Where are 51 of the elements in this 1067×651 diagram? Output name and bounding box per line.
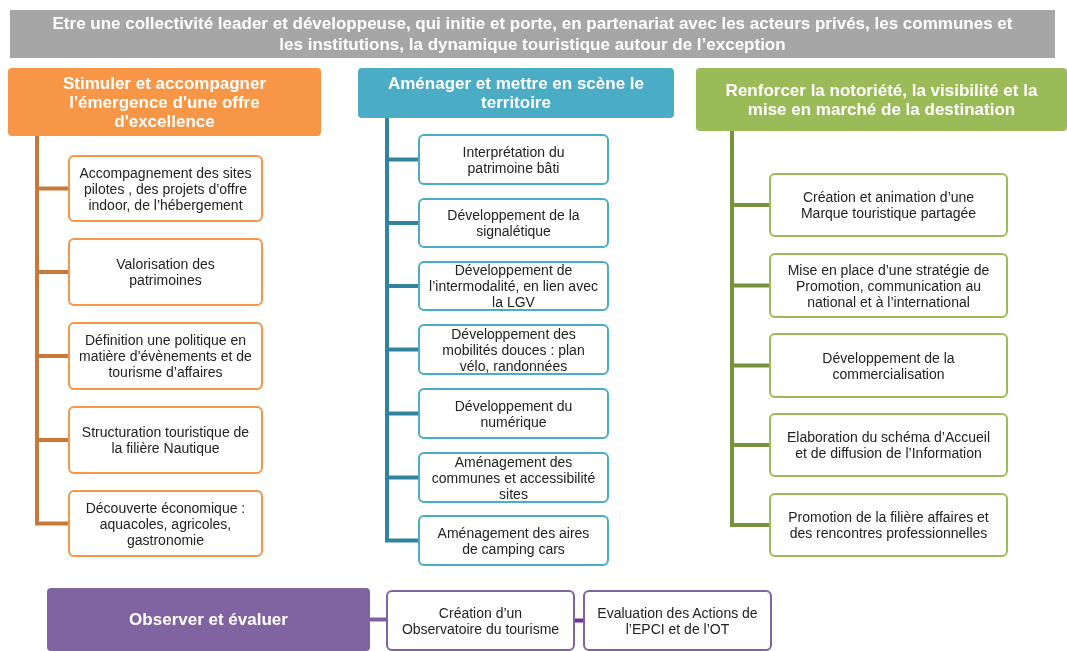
- action-box: [769, 333, 1008, 398]
- box-text: Structuration touristique de la filière Nautique: [80, 424, 251, 456]
- category-banner: [47, 588, 370, 651]
- action-box: [68, 490, 263, 557]
- category-banner: [696, 68, 1067, 131]
- action-box: [769, 413, 1008, 477]
- box-text: Création et animation d’une Marque touristique partagée: [799, 189, 978, 221]
- box-text: Développement des mobilités douces : plan vélo, randonnées: [441, 325, 586, 374]
- action-box: [418, 515, 609, 566]
- box-text: Aménagement des communes et accessibilité sites: [430, 453, 597, 502]
- connector-line: [575, 618, 583, 623]
- connector-line: [35, 136, 68, 526]
- box-text: Interprétation du patrimoine bâti: [461, 143, 566, 176]
- action-box: [418, 324, 609, 375]
- category-banner: [8, 68, 321, 136]
- box-text: Définition une politique en matière d’évènements et de tourisme d’affaires: [79, 332, 252, 380]
- action-box: [583, 590, 772, 651]
- action-box: [418, 198, 609, 248]
- action-box: [68, 406, 263, 474]
- box-text: Développement de l’intermodalité, en lien avec la LGV: [429, 262, 598, 310]
- box-text: Mise en place d’une stratégie de Promotion, communication au national et à l’international: [786, 261, 991, 310]
- box-text: Création d’un Observatoire du tourisme: [400, 604, 561, 637]
- box-text: Accompagnement des sites pilotes , des projets d’offre indoor, de l’hébergement: [79, 164, 252, 213]
- box-text: Valorisation des patrimoines: [115, 256, 216, 288]
- action-box: [769, 173, 1008, 237]
- action-box: [418, 134, 609, 185]
- box-text: Aménager et mettre en scène le territoire: [386, 74, 646, 112]
- title-banner: Etre une collectivité leader et développeuse, qui initie et porte, en partenariat avec les acteurs privés, les communes et les institutions, la dynamique touristique autour de l’exception: [10, 10, 1055, 58]
- action-box: [68, 322, 263, 390]
- action-box: [769, 253, 1008, 318]
- box-text: Stimuler et accompagner l'émergence d'une offre d'excellence: [61, 73, 268, 131]
- box-text: Renforcer la notoriété, la visibilité et la mise en marché de la destination: [724, 80, 1039, 119]
- box-text: Observer et évaluer: [129, 610, 288, 629]
- box-text: Elaboration du schéma d’Accueil et de diffusion de l’Information: [785, 429, 992, 461]
- box-text: Promotion de la filière affaires et des rencontres professionnelles: [787, 509, 990, 541]
- action-box: [68, 155, 263, 222]
- box-text: Découverte économique : aquacoles, agricoles, gastronomie: [84, 499, 247, 548]
- box-text: Aménagement des aires de camping cars: [436, 524, 591, 557]
- box-text: Développement du numérique: [453, 397, 574, 430]
- connector-line: [370, 617, 386, 622]
- action-box: [386, 590, 575, 651]
- action-box: [68, 238, 263, 306]
- category-banner: [358, 68, 674, 118]
- connector-line: [730, 131, 769, 527]
- action-box: [769, 493, 1008, 557]
- box-text: Développement de la signalétique: [446, 207, 581, 239]
- action-box: [418, 452, 609, 503]
- action-box: [418, 388, 609, 439]
- box-text: Développement de la commercialisation: [821, 349, 956, 382]
- box-text: Evaluation des Actions de l’EPCI et de l’OT: [596, 604, 759, 637]
- action-box: [418, 261, 609, 311]
